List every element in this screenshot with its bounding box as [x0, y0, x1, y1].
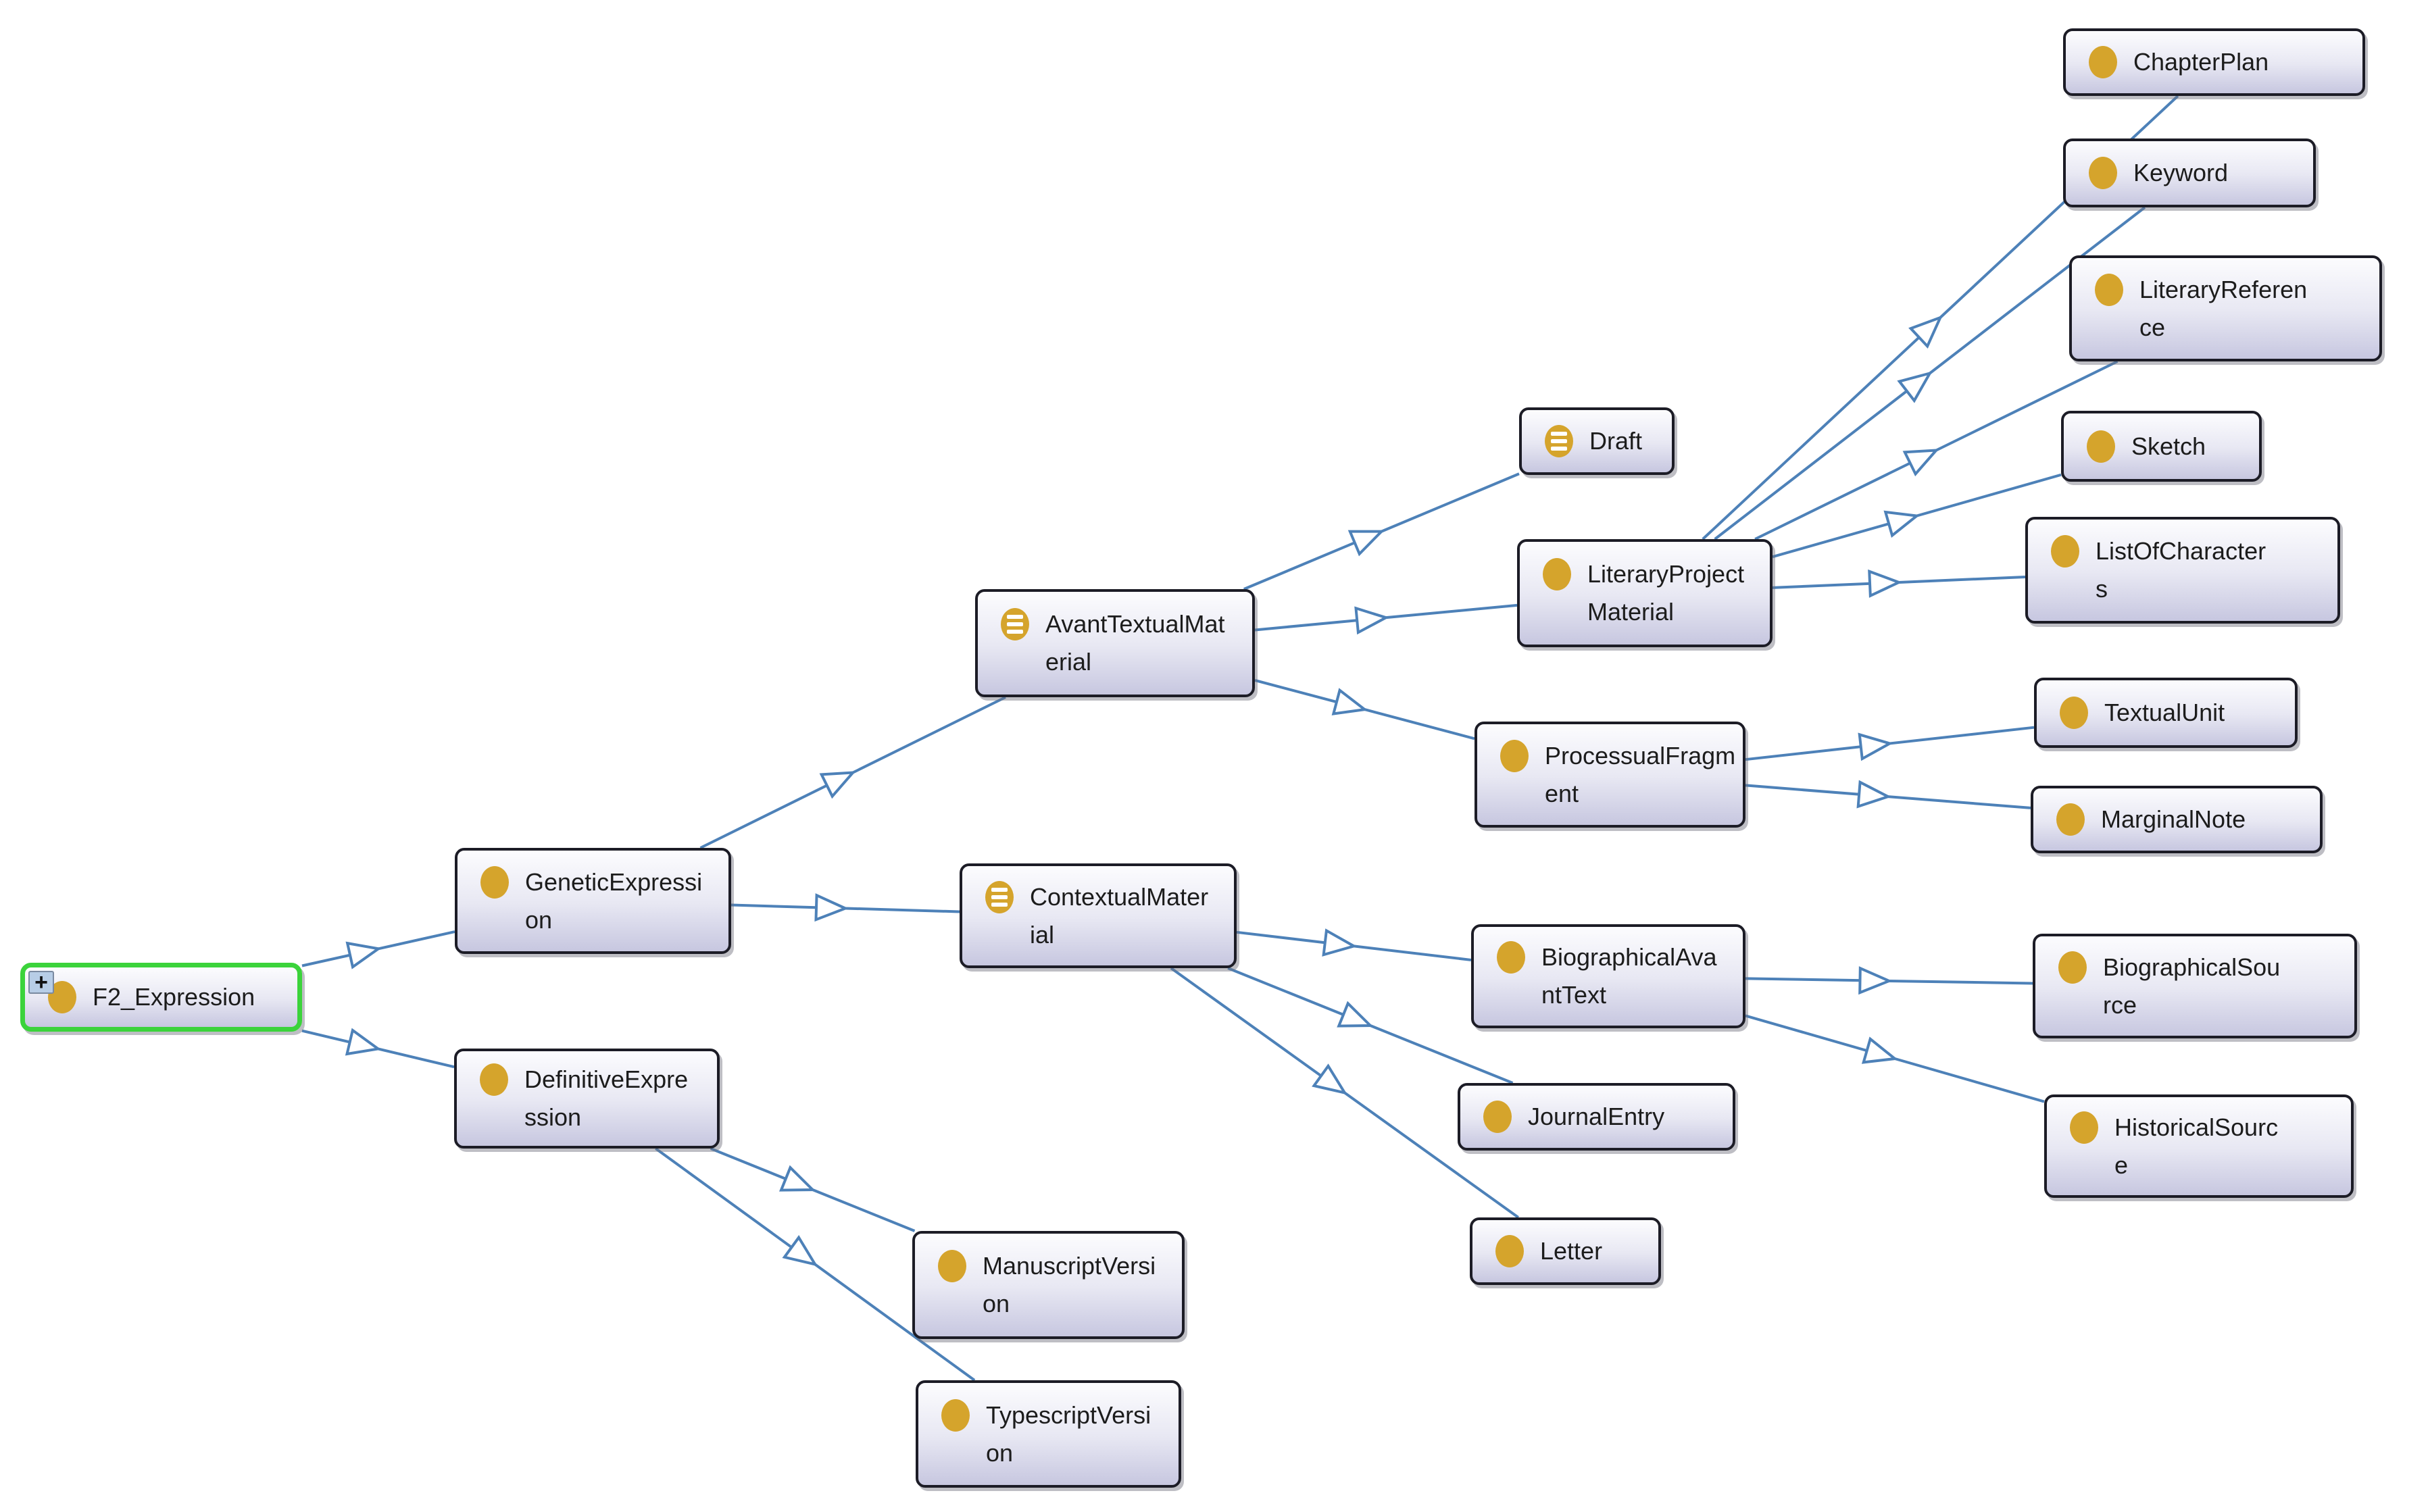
class-icon [1500, 739, 1529, 772]
class-label: Keyword [2133, 159, 2229, 186]
class-icon [2056, 803, 2085, 836]
class-node-f2_expression[interactable]: + F2_Expression [20, 963, 302, 1032]
expand-plus-badge[interactable]: + [28, 971, 54, 994]
subclass-edge-f2_expression--genetic_expression [301, 930, 455, 969]
subclass-edge-literary_project_material--keyword [1714, 206, 2146, 540]
class-icon [1495, 1235, 1524, 1267]
class-label: JournalEntry [1528, 1103, 1665, 1130]
subclass-edge-definitive_expression--typescript_version [655, 1147, 976, 1382]
class-node-textual_unit[interactable]: TextualUnit [2034, 678, 2298, 748]
subclass-edge-f2_expression--definitive_expression [301, 1028, 455, 1069]
class-icon [2058, 951, 2087, 984]
class-node-chapter_plan[interactable]: ChapterPlan [2063, 28, 2365, 96]
subclass-edge-literary_project_material--list_of_characters [1772, 569, 2026, 598]
subclass-edge-definitive_expression--manuscript_version [710, 1147, 916, 1232]
defined-class-icon [1545, 425, 1573, 457]
subclass-edge-contextual_material--biographical_avant_text [1236, 928, 1472, 961]
subclass-edge-literary_project_material--literary_reference [1754, 360, 2119, 540]
subclass-edge-contextual_material--letter [1170, 967, 1520, 1219]
class-label: Draft [1589, 427, 1643, 455]
subclass-edge-avant_textual_material--draft [1243, 472, 1520, 590]
subclass-edge-literary_project_material--chapter_plan [1702, 95, 2179, 540]
class-node-keyword[interactable]: Keyword [2063, 138, 2316, 207]
class-icon [2051, 535, 2079, 568]
defined-class-icon [985, 880, 1014, 913]
class-icon [480, 1063, 508, 1096]
class-node-draft[interactable]: Draft [1519, 407, 1675, 475]
subclass-edge-genetic_expression--contextual_material [730, 893, 960, 922]
class-label: F2_Expression [93, 983, 255, 1011]
class-icon [938, 1250, 966, 1282]
class-node-marginal_note[interactable]: MarginalNote [2031, 786, 2323, 853]
class-label: Letter [1540, 1237, 1603, 1265]
class-icon [2089, 157, 2117, 189]
class-node-sketch[interactable]: Sketch [2061, 411, 2262, 482]
class-label: Sketch [2131, 432, 2206, 460]
class-label: ChapterPlan [2133, 48, 2269, 76]
subclass-edge-genetic_expression--avant_textual_material [699, 696, 1006, 849]
class-icon [941, 1398, 970, 1432]
class-label: TextualUnit [2104, 699, 2225, 726]
class-icon [480, 865, 509, 899]
class-label: MarginalNote [2101, 805, 2246, 833]
class-icon [2087, 430, 2115, 463]
defined-class-icon [1001, 608, 1029, 640]
class-icon [2060, 697, 2088, 729]
class-icon [2095, 273, 2123, 306]
subclass-edge-literary_project_material--sketch [1772, 473, 2062, 559]
subclass-edge-processual_fragment--marginal_note [1745, 780, 2031, 809]
class-icon [2070, 1111, 2098, 1144]
subclass-edge-biographical_avant_text--historical_source [1745, 1014, 2045, 1103]
class-icon [1543, 558, 1571, 590]
class-icon [1483, 1101, 1512, 1133]
class-icon [2089, 46, 2117, 78]
subclass-edge-biographical_avant_text--biographical_source [1745, 966, 2033, 995]
subclass-edge-avant_textual_material--literary_project_material [1254, 603, 1518, 635]
subclass-edge-avant_textual_material--processual_fragment [1254, 679, 1475, 740]
class-node-journal_entry[interactable]: JournalEntry [1458, 1083, 1735, 1151]
class-icon [1497, 941, 1525, 974]
subclass-edge-contextual_material--journal_entry [1227, 967, 1514, 1084]
subclass-edge-processual_fragment--textual_unit [1745, 726, 2035, 761]
class-node-letter[interactable]: Letter [1470, 1217, 1661, 1285]
